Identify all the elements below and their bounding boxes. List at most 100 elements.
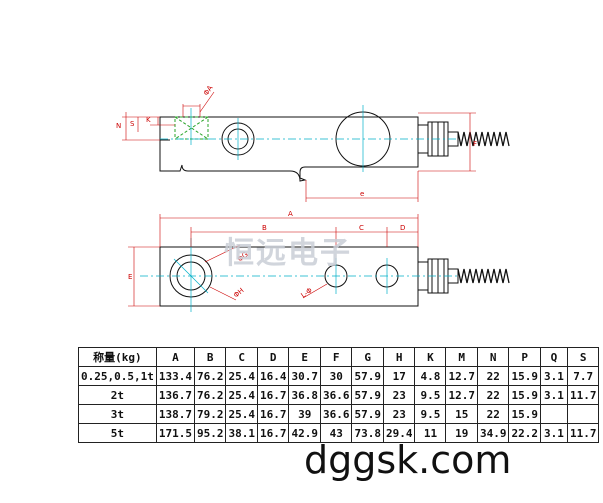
table-cell: 16.7 xyxy=(256,423,290,443)
table-cell: 34.9 xyxy=(476,423,510,443)
table-cell: 79.2 xyxy=(193,404,227,424)
table-cell: 17 xyxy=(382,366,416,386)
label-f: F xyxy=(473,140,477,148)
table-row: 0.25,0.5,1t 133.4 76.2 25.4 16.4 30.7 30… xyxy=(78,366,600,386)
table-cell: 36.8 xyxy=(288,385,321,405)
table-cell: 19 xyxy=(445,423,478,443)
table-cell: 25.4 xyxy=(225,385,258,405)
table-cell xyxy=(539,404,568,424)
table-cell: 9.5 xyxy=(414,385,447,405)
col-header: D xyxy=(256,347,290,367)
table-cell: 3.1 xyxy=(539,385,568,405)
table-cell: 25.4 xyxy=(225,366,258,386)
side-view xyxy=(159,111,510,182)
table-cell: 22 xyxy=(476,366,510,386)
table-cell: 3.1 xyxy=(539,366,568,386)
cable-spring xyxy=(457,131,510,147)
table-cell: 7.7 xyxy=(566,366,600,386)
col-header: H xyxy=(382,347,416,367)
table-cell: 11.7 xyxy=(566,423,600,443)
col-header: G xyxy=(351,347,384,367)
label-b: B xyxy=(262,224,267,232)
table-cell: 39 xyxy=(288,404,321,424)
label-d: D xyxy=(400,224,405,232)
col-header: N xyxy=(476,347,510,367)
label-a: A xyxy=(288,210,293,218)
website-label: dggsk.com xyxy=(304,438,512,482)
table-cell: 16.7 xyxy=(256,404,290,424)
col-header: A xyxy=(155,347,195,367)
table-row: 2t 136.7 76.2 25.4 16.7 36.8 36.6 57.9 2… xyxy=(78,385,600,405)
side-view-body xyxy=(159,116,419,182)
table-cell: 9.5 xyxy=(414,404,447,424)
cable-spring-front xyxy=(457,268,510,284)
table-cell: 25.4 xyxy=(225,404,258,424)
table-cell xyxy=(566,404,600,424)
table-cell: 22 xyxy=(476,404,510,424)
table-cell: 0.25,0.5,1t xyxy=(78,366,157,386)
col-header: Q xyxy=(539,347,568,367)
table-cell: 3.1 xyxy=(539,423,568,443)
col-header: C xyxy=(225,347,258,367)
table-row: 3t 138.7 79.2 25.4 16.7 39 36.6 57.9 23 … xyxy=(78,404,600,424)
watermark: 恒远电子 xyxy=(224,236,352,271)
table-cell: 36.6 xyxy=(319,404,353,424)
table-cell: 73.8 xyxy=(351,423,384,443)
label-thread: L-Φ xyxy=(300,286,315,300)
table-cell: 36.6 xyxy=(319,385,353,405)
table-cell: 57.9 xyxy=(351,385,384,405)
table-cell: 16.4 xyxy=(256,366,290,386)
table-cell: 11.7 xyxy=(566,385,600,405)
label-s: S xyxy=(130,120,135,128)
table-cell: 4.8 xyxy=(414,366,447,386)
table-cell: 76.2 xyxy=(193,385,227,405)
table-cell: 133.4 xyxy=(155,366,195,386)
label-e: e xyxy=(360,190,364,198)
table-cell: 42.9 xyxy=(288,423,321,443)
label-e-front: E xyxy=(128,273,132,281)
table-cell: 57.9 xyxy=(351,366,384,386)
label-n: N xyxy=(116,122,121,130)
col-header: K xyxy=(414,347,447,367)
table-cell: 57.9 xyxy=(351,404,384,424)
table-cell: 22.2 xyxy=(508,423,541,443)
table-cell: 138.7 xyxy=(155,404,195,424)
table-cell: 11 xyxy=(414,423,447,443)
table-header-row: 称量(kg) A B C D E F G H K M N P Q S xyxy=(78,347,600,367)
col-header: M xyxy=(445,347,478,367)
table-row: 5t 171.5 95.2 38.1 16.7 42.9 43 73.8 29.… xyxy=(78,423,600,443)
mounting-pocket xyxy=(174,116,209,140)
table-cell: 38.1 xyxy=(225,423,258,443)
table-cell: 12.7 xyxy=(445,366,478,386)
table-cell: 29.4 xyxy=(382,423,416,443)
spec-table: 称量(kg) A B C D E F G H K M N P Q S 0.25,… xyxy=(78,347,600,443)
table-cell: 15.9 xyxy=(508,385,541,405)
table-cell: 171.5 xyxy=(155,423,195,443)
col-header: S xyxy=(566,347,600,367)
table-cell: 30 xyxy=(319,366,353,386)
table-cell: 30.7 xyxy=(288,366,321,386)
table-cell: 76.2 xyxy=(193,366,227,386)
label-c: C xyxy=(359,224,364,232)
table-cell: 12.7 xyxy=(445,385,478,405)
table-cell: 15.9 xyxy=(508,366,541,386)
col-header: P xyxy=(508,347,541,367)
table-cell: 15.9 xyxy=(508,404,541,424)
table-cell: 95.2 xyxy=(193,423,227,443)
col-header: B xyxy=(193,347,227,367)
table-cell: 23 xyxy=(382,404,416,424)
table-cell: 2t xyxy=(78,385,157,405)
label-dia-h: ΦH xyxy=(232,286,245,299)
table-cell: 16.7 xyxy=(256,385,290,405)
label-k: K xyxy=(146,116,151,124)
table-cell: 3t xyxy=(78,404,157,424)
col-header: 称量(kg) xyxy=(78,347,157,367)
load-cell-drawing: ΦA N S K F e xyxy=(116,84,510,312)
label-dia-a: ΦA xyxy=(202,84,215,97)
table-cell: 5t xyxy=(78,423,157,443)
table-cell: 22 xyxy=(476,385,510,405)
table-cell: 136.7 xyxy=(155,385,195,405)
table-cell: 15 xyxy=(445,404,478,424)
col-header: F xyxy=(319,347,353,367)
col-header: E xyxy=(288,347,321,367)
